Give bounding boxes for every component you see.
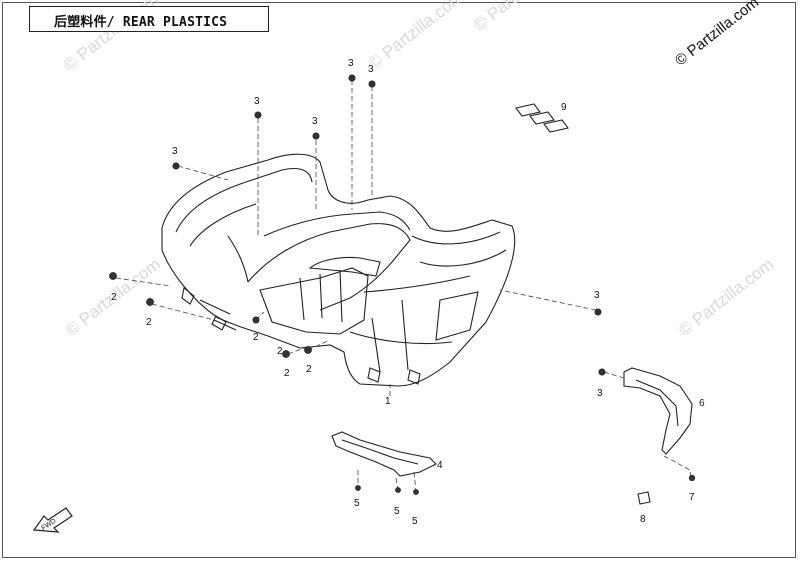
callout-3: 3 (254, 96, 260, 107)
callout-3: 3 (594, 290, 600, 301)
mudflap-part (623, 367, 693, 455)
callout-5: 5 (412, 516, 418, 527)
callout-8: 8 (640, 514, 646, 525)
callout-2: 2 (146, 317, 152, 328)
callout-3: 3 (348, 58, 354, 69)
callout-3: 3 (312, 116, 318, 127)
fwd-arrow (32, 507, 73, 533)
callout-2: 2 (284, 368, 290, 379)
diagram-title: 后塑料件/ REAR PLASTICS (54, 15, 228, 30)
callout-3: 3 (597, 388, 603, 399)
callout-2: 2 (277, 346, 283, 357)
callout-2: 2 (253, 332, 259, 343)
callout-2: 2 (306, 364, 312, 375)
callout-6: 6 (699, 398, 705, 409)
callout-1: 1 (385, 396, 391, 407)
callout-9: 9 (561, 102, 567, 113)
rear-fender-part (161, 153, 516, 387)
bracket-part (331, 431, 437, 477)
callout-3: 3 (172, 146, 178, 157)
callout-7: 7 (689, 492, 695, 503)
callout-3: 3 (368, 64, 374, 75)
callout-2: 2 (111, 292, 117, 303)
title-box: 后塑料件/ REAR PLASTICS (29, 6, 269, 32)
callout-5: 5 (394, 506, 400, 517)
fwd-label: FWD (40, 518, 57, 533)
pad-part (515, 103, 541, 117)
callout-5: 5 (354, 498, 360, 509)
callout-4: 4 (437, 460, 443, 471)
